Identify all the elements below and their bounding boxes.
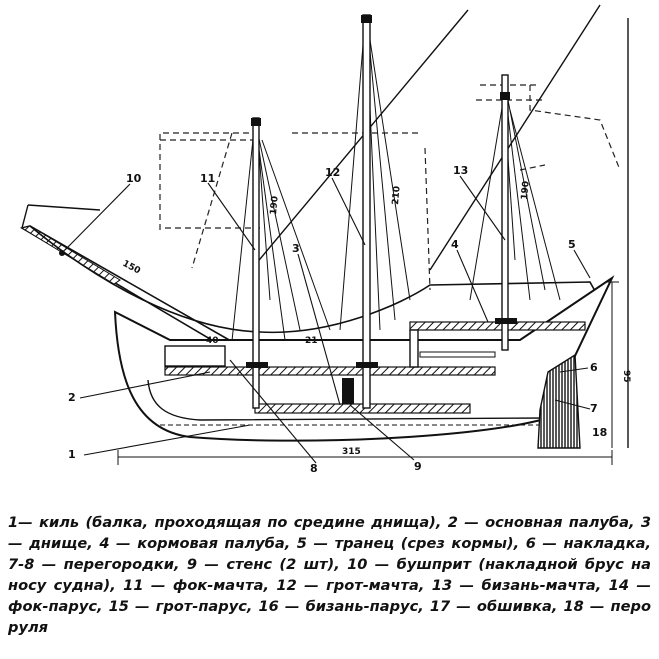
callout-13: 13 bbox=[453, 164, 468, 177]
callout-3: 3 bbox=[292, 242, 300, 255]
dim-small-a: 40 bbox=[206, 336, 219, 346]
callout-18: 18 bbox=[592, 426, 607, 439]
callout-11: 11 bbox=[200, 172, 215, 185]
ship-drawing: 1 2 3 4 5 6 7 8 9 10 11 12 13 18 315 95 … bbox=[19, 4, 631, 475]
callout-2: 2 bbox=[68, 391, 76, 404]
dim-mainmast: 210 bbox=[391, 186, 403, 206]
dim-height: 95 bbox=[621, 370, 631, 383]
mainmast bbox=[362, 14, 371, 409]
masts bbox=[246, 14, 517, 409]
mizzen-mast bbox=[501, 74, 509, 351]
callout-5: 5 bbox=[568, 238, 576, 251]
sail-outlines bbox=[159, 84, 621, 291]
callout-12: 12 bbox=[325, 166, 340, 179]
callout-10: 10 bbox=[126, 172, 142, 185]
callout-4: 4 bbox=[451, 238, 459, 251]
callout-9: 9 bbox=[414, 460, 422, 473]
dim-foremast: 190 bbox=[269, 196, 281, 216]
callout-labels: 1 2 3 4 5 6 7 8 9 10 11 12 13 18 bbox=[68, 164, 607, 475]
callout-8: 8 bbox=[310, 462, 318, 475]
dimension-lines bbox=[117, 281, 619, 465]
leader-lines bbox=[64, 175, 591, 464]
dim-small-b: 21 bbox=[305, 336, 318, 346]
callout-7: 7 bbox=[590, 402, 598, 415]
bulwark-line bbox=[29, 225, 601, 334]
dim-length: 315 bbox=[342, 447, 361, 457]
dim-mizzen: 190 bbox=[520, 181, 532, 201]
legend-caption: 1— киль (балка, проходящая по средине дн… bbox=[8, 514, 651, 636]
callout-1: 1 bbox=[68, 448, 76, 461]
callout-6: 6 bbox=[590, 361, 598, 374]
dim-bowsprit: 150 bbox=[121, 259, 142, 277]
rigging bbox=[229, 19, 561, 361]
